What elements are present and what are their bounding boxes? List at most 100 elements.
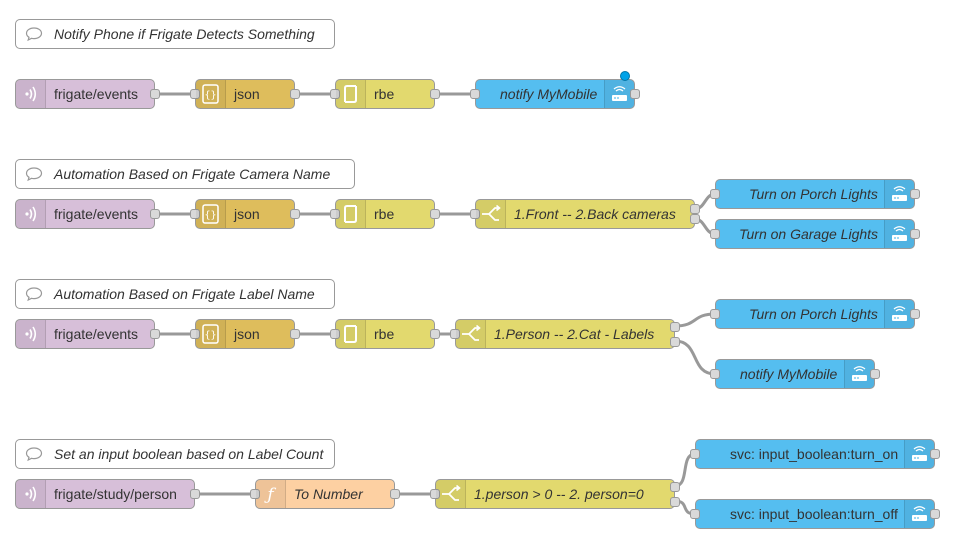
switch-node[interactable]: 1.person > 0 -- 2. person=0 xyxy=(430,479,680,509)
node-icon-area xyxy=(604,80,634,108)
output-port-2[interactable] xyxy=(670,497,680,507)
mqtt-in-node[interactable]: frigate/events xyxy=(15,79,160,109)
output-port[interactable] xyxy=(390,489,400,499)
output-port[interactable] xyxy=(290,89,300,99)
input-port[interactable] xyxy=(190,329,200,339)
output-port-2[interactable] xyxy=(670,337,680,347)
ha-service-node[interactable]: notify MyMobile xyxy=(470,79,640,109)
output-port[interactable] xyxy=(910,229,920,239)
output-port[interactable] xyxy=(910,189,920,199)
ha-service-node[interactable]: Turn on Porch Lights xyxy=(710,179,920,209)
output-port-1[interactable] xyxy=(670,322,680,332)
input-port[interactable] xyxy=(710,369,720,379)
comment-node[interactable]: Notify Phone if Frigate Detects Somethin… xyxy=(15,19,335,49)
home-assistant-router-icon xyxy=(912,446,927,461)
rbe-filter-icon xyxy=(344,205,357,223)
ha-service-node[interactable]: svc: input_boolean:turn_on xyxy=(690,439,940,469)
comment-node[interactable]: Automation Based on Frigate Camera Name xyxy=(15,159,355,189)
output-port-2[interactable] xyxy=(690,214,700,224)
output-port[interactable] xyxy=(430,89,440,99)
node-icon-area xyxy=(476,200,506,228)
output-port-1[interactable] xyxy=(670,482,680,492)
json-node[interactable]: {} json xyxy=(190,199,300,229)
output-port[interactable] xyxy=(190,489,200,499)
output-port[interactable] xyxy=(630,89,640,99)
switch-node[interactable]: 1.Person -- 2.Cat - Labels xyxy=(450,319,680,349)
comment-bubble-icon xyxy=(25,167,43,182)
rbe-filter-icon xyxy=(344,85,357,103)
node-icon-area xyxy=(336,80,366,108)
input-port[interactable] xyxy=(250,489,260,499)
mqtt-in-node[interactable]: frigate/events xyxy=(15,319,160,349)
output-port[interactable] xyxy=(150,89,160,99)
input-port[interactable] xyxy=(330,209,340,219)
switch-node[interactable]: 1.Front -- 2.Back cameras xyxy=(470,199,700,229)
mqtt-in-node[interactable]: frigate/study/person xyxy=(15,479,200,509)
node-label: 1.person > 0 -- 2. person=0 xyxy=(474,486,644,502)
function-node[interactable]: ƒ To Number xyxy=(250,479,400,509)
comment-bubble-icon xyxy=(25,27,43,42)
wire xyxy=(674,312,716,328)
node-icon-area xyxy=(336,200,366,228)
comment-bubble-icon xyxy=(25,287,43,302)
comment-label: Automation Based on Frigate Camera Name xyxy=(54,166,331,182)
input-port[interactable] xyxy=(710,189,720,199)
output-port[interactable] xyxy=(430,329,440,339)
ha-service-node[interactable]: Turn on Porch Lights xyxy=(710,299,920,329)
svg-text:ƒ: ƒ xyxy=(263,485,276,505)
node-label: Turn on Garage Lights xyxy=(739,226,879,242)
output-port[interactable] xyxy=(150,329,160,339)
input-port[interactable] xyxy=(430,489,440,499)
node-label: Turn on Porch Lights xyxy=(749,186,878,202)
svg-text:{}: {} xyxy=(204,330,216,341)
output-port[interactable] xyxy=(930,449,940,459)
input-port[interactable] xyxy=(470,209,480,219)
output-port-1[interactable] xyxy=(690,204,700,214)
comment-bubble-icon xyxy=(25,447,43,462)
output-port[interactable] xyxy=(290,329,300,339)
input-port[interactable] xyxy=(710,229,720,239)
ha-service-node[interactable]: Turn on Garage Lights xyxy=(710,219,920,249)
rbe-node[interactable]: rbe xyxy=(330,199,440,229)
json-node[interactable]: {} json xyxy=(190,319,300,349)
home-assistant-router-icon xyxy=(892,306,907,321)
node-icon-area: ƒ xyxy=(256,480,286,508)
rbe-node[interactable]: rbe xyxy=(330,79,440,109)
node-icon-area: {} xyxy=(196,80,226,108)
ha-service-node[interactable]: svc: input_boolean:turn_off xyxy=(690,499,940,529)
node-icon-area xyxy=(436,480,466,508)
radio-waves-icon xyxy=(25,206,37,222)
node-label: frigate/events xyxy=(54,206,139,222)
comment-label: Automation Based on Frigate Label Name xyxy=(54,286,315,302)
node-icon-area: {} xyxy=(196,200,226,228)
comment-node[interactable]: Automation Based on Frigate Label Name xyxy=(15,279,335,309)
comment-label: Set an input boolean based on Label Coun… xyxy=(54,446,324,462)
json-node[interactable]: {} json xyxy=(190,79,300,109)
input-port[interactable] xyxy=(690,449,700,459)
input-port[interactable] xyxy=(450,329,460,339)
node-icon-area xyxy=(904,440,934,468)
output-port[interactable] xyxy=(150,209,160,219)
output-port[interactable] xyxy=(910,309,920,319)
input-port[interactable] xyxy=(710,309,720,319)
node-icon-area xyxy=(904,500,934,528)
input-port[interactable] xyxy=(690,509,700,519)
input-port[interactable] xyxy=(190,209,200,219)
input-port[interactable] xyxy=(330,89,340,99)
ha-service-node[interactable]: notify MyMobile xyxy=(710,359,880,389)
comment-node[interactable]: Set an input boolean based on Label Coun… xyxy=(15,439,335,469)
output-port[interactable] xyxy=(430,209,440,219)
input-port[interactable] xyxy=(190,89,200,99)
mqtt-in-node[interactable]: frigate/events xyxy=(15,199,160,229)
input-port[interactable] xyxy=(470,89,480,99)
output-port[interactable] xyxy=(930,509,940,519)
output-port[interactable] xyxy=(290,209,300,219)
input-port[interactable] xyxy=(330,329,340,339)
switch-branch-icon xyxy=(462,324,481,341)
rbe-node[interactable]: rbe xyxy=(330,319,440,349)
wire xyxy=(674,339,716,376)
node-label: rbe xyxy=(374,326,395,342)
node-icon-area xyxy=(884,180,914,208)
output-port[interactable] xyxy=(870,369,880,379)
